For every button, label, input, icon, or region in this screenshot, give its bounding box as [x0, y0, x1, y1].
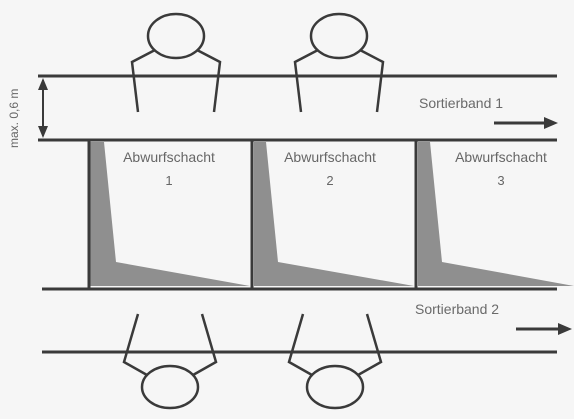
max-height-label: max. 0,6 m: [7, 88, 21, 148]
height-dimension-arrow: [38, 78, 48, 138]
shaft-3-title: Abwurfschacht: [455, 149, 547, 165]
belt2-direction-arrow: [516, 323, 572, 335]
shaft-1-title: Abwurfschacht: [123, 149, 215, 165]
shaft-2-chute: [254, 142, 414, 286]
worker-bottom-2: [287, 313, 383, 410]
worker-top-2: [293, 12, 385, 113]
shaft-1-number: 1: [165, 173, 173, 188]
shaft-2-title: Abwurfschacht: [284, 149, 376, 165]
shaft-2-number: 2: [326, 173, 334, 188]
shaft-3-number: 3: [497, 173, 505, 188]
belt1-direction-arrow: [494, 117, 558, 129]
belt2-label: Sortierband 2: [415, 301, 500, 317]
shaft-1-label: Abwurfschacht 1: [104, 150, 234, 187]
belt1-label: Sortierband 1: [419, 95, 504, 111]
worker-top-1: [130, 12, 222, 113]
shaft-3-label: Abwurfschacht 3: [436, 150, 566, 187]
shaft-2-label: Abwurfschacht 2: [265, 150, 395, 187]
shaft-3-chute: [418, 142, 574, 286]
worker-bottom-1: [122, 313, 218, 410]
shaft-1-chute: [90, 142, 250, 286]
